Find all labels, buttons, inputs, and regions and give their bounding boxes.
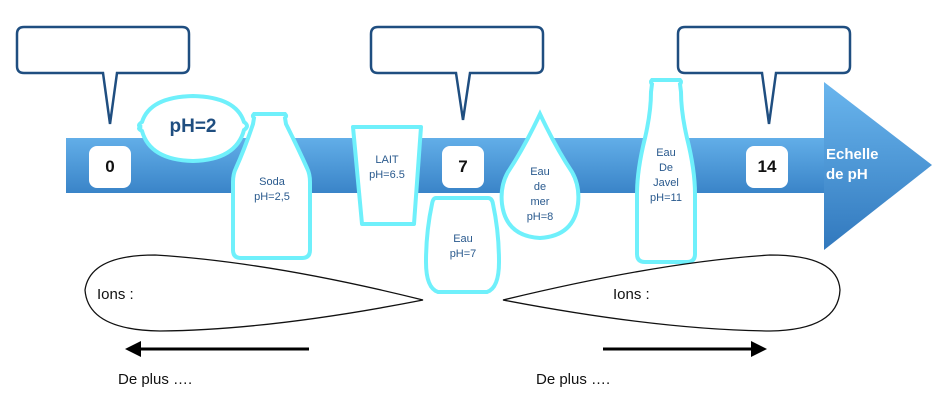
sea-water-line1: Eau [530, 166, 550, 178]
lemon-label: pH=2 [156, 116, 230, 138]
scale-title-line2: de pH [826, 166, 868, 183]
bleach-bottle-icon [635, 78, 697, 264]
lemon-icon [137, 93, 249, 164]
soda-label: Soda pH=2,5 [240, 175, 304, 205]
water-glass-icon [423, 196, 502, 294]
right-arrow-icon [603, 341, 767, 357]
soda-name: Soda [259, 176, 285, 188]
water-label: Eau pH=7 [432, 232, 494, 262]
water-name: Eau [453, 233, 473, 245]
bleach-line3: Javel [653, 177, 679, 189]
left-arrow-icon [125, 341, 309, 357]
milk-glass-icon [351, 125, 423, 226]
milk-name: LAIT [375, 154, 399, 166]
speech-bubble-7[interactable] [369, 25, 545, 121]
scale-mark-7: 7 [442, 146, 484, 188]
soda-ph: pH=2,5 [254, 191, 290, 203]
speech-bubble-14[interactable] [676, 25, 852, 125]
bleach-line1: Eau [656, 147, 676, 159]
ions-acid-label: Ions : [97, 286, 134, 303]
sea-water-ph: pH=8 [526, 211, 554, 223]
sea-water-line3: mer [530, 196, 550, 208]
scale-title-line1: Echelle [826, 146, 879, 163]
direction-base-label: De plus …. [536, 371, 611, 388]
bleach-ph: pH=11 [650, 192, 682, 204]
scale-mark-0: 0 [89, 146, 131, 188]
scale-title: Echelle de pH [826, 145, 879, 185]
milk-ph: pH=6.5 [369, 169, 405, 181]
sea-water-label: Eau de mer pH=8 [510, 165, 570, 225]
direction-acid-label: De plus …. [118, 371, 193, 388]
ions-base-label: Ions : [613, 286, 650, 303]
ph-arrow-head [824, 82, 932, 250]
lemon-ph: pH=2 [169, 116, 217, 137]
scale-mark-14: 14 [746, 146, 788, 188]
milk-label: LAIT pH=6.5 [357, 153, 417, 183]
ions-acid-shape[interactable] [84, 254, 424, 332]
bleach-line2: De [658, 162, 674, 174]
water-drop-icon [499, 109, 581, 241]
water-ph: pH=7 [449, 248, 477, 260]
bleach-label: Eau De Javel pH=11 [636, 146, 696, 206]
soda-bottle-icon [231, 112, 312, 260]
sea-water-line2: de [533, 181, 547, 193]
speech-bubble-0[interactable] [15, 25, 191, 125]
ions-base-shape[interactable] [502, 254, 841, 332]
